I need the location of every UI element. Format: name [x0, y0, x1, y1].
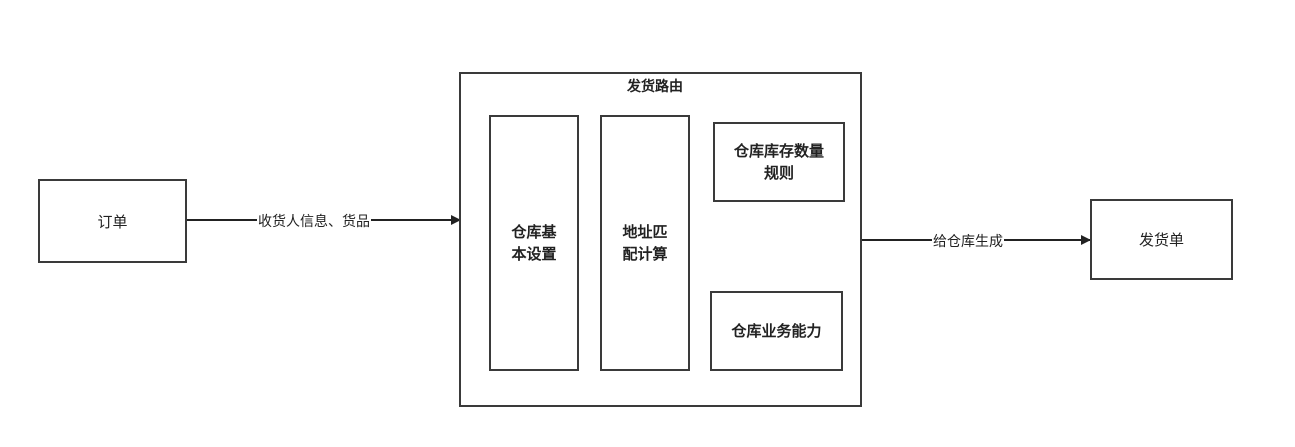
- warehouse-business-capability-label: 仓库业务能力: [731, 322, 822, 340]
- warehouse-basic-settings-node[interactable]: 仓库基 本设置: [489, 115, 579, 371]
- edge-label-routing-to-delivery: 给仓库生成: [932, 231, 1004, 251]
- warehouse-stock-rules-node[interactable]: 仓库库存数量 规则: [713, 122, 845, 202]
- order-node[interactable]: 订单: [38, 179, 187, 263]
- delivery-note-label: 发货单: [1138, 231, 1184, 249]
- order-label: 订单: [97, 212, 128, 231]
- address-matching-node[interactable]: 地址匹 配计算: [600, 115, 690, 371]
- warehouse-business-capability-node[interactable]: 仓库业务能力: [710, 291, 843, 371]
- warehouse-stock-rules-label: 仓库库存数量 规则: [733, 142, 824, 182]
- routing-frame-title: 发货路由: [627, 79, 683, 95]
- delivery-note-node[interactable]: 发货单: [1090, 199, 1233, 280]
- edge-label-order-to-routing: 收货人信息、货品: [257, 211, 371, 231]
- warehouse-basic-settings-label: 仓库基 本设置: [511, 223, 557, 263]
- address-matching-label: 地址匹 配计算: [622, 223, 668, 263]
